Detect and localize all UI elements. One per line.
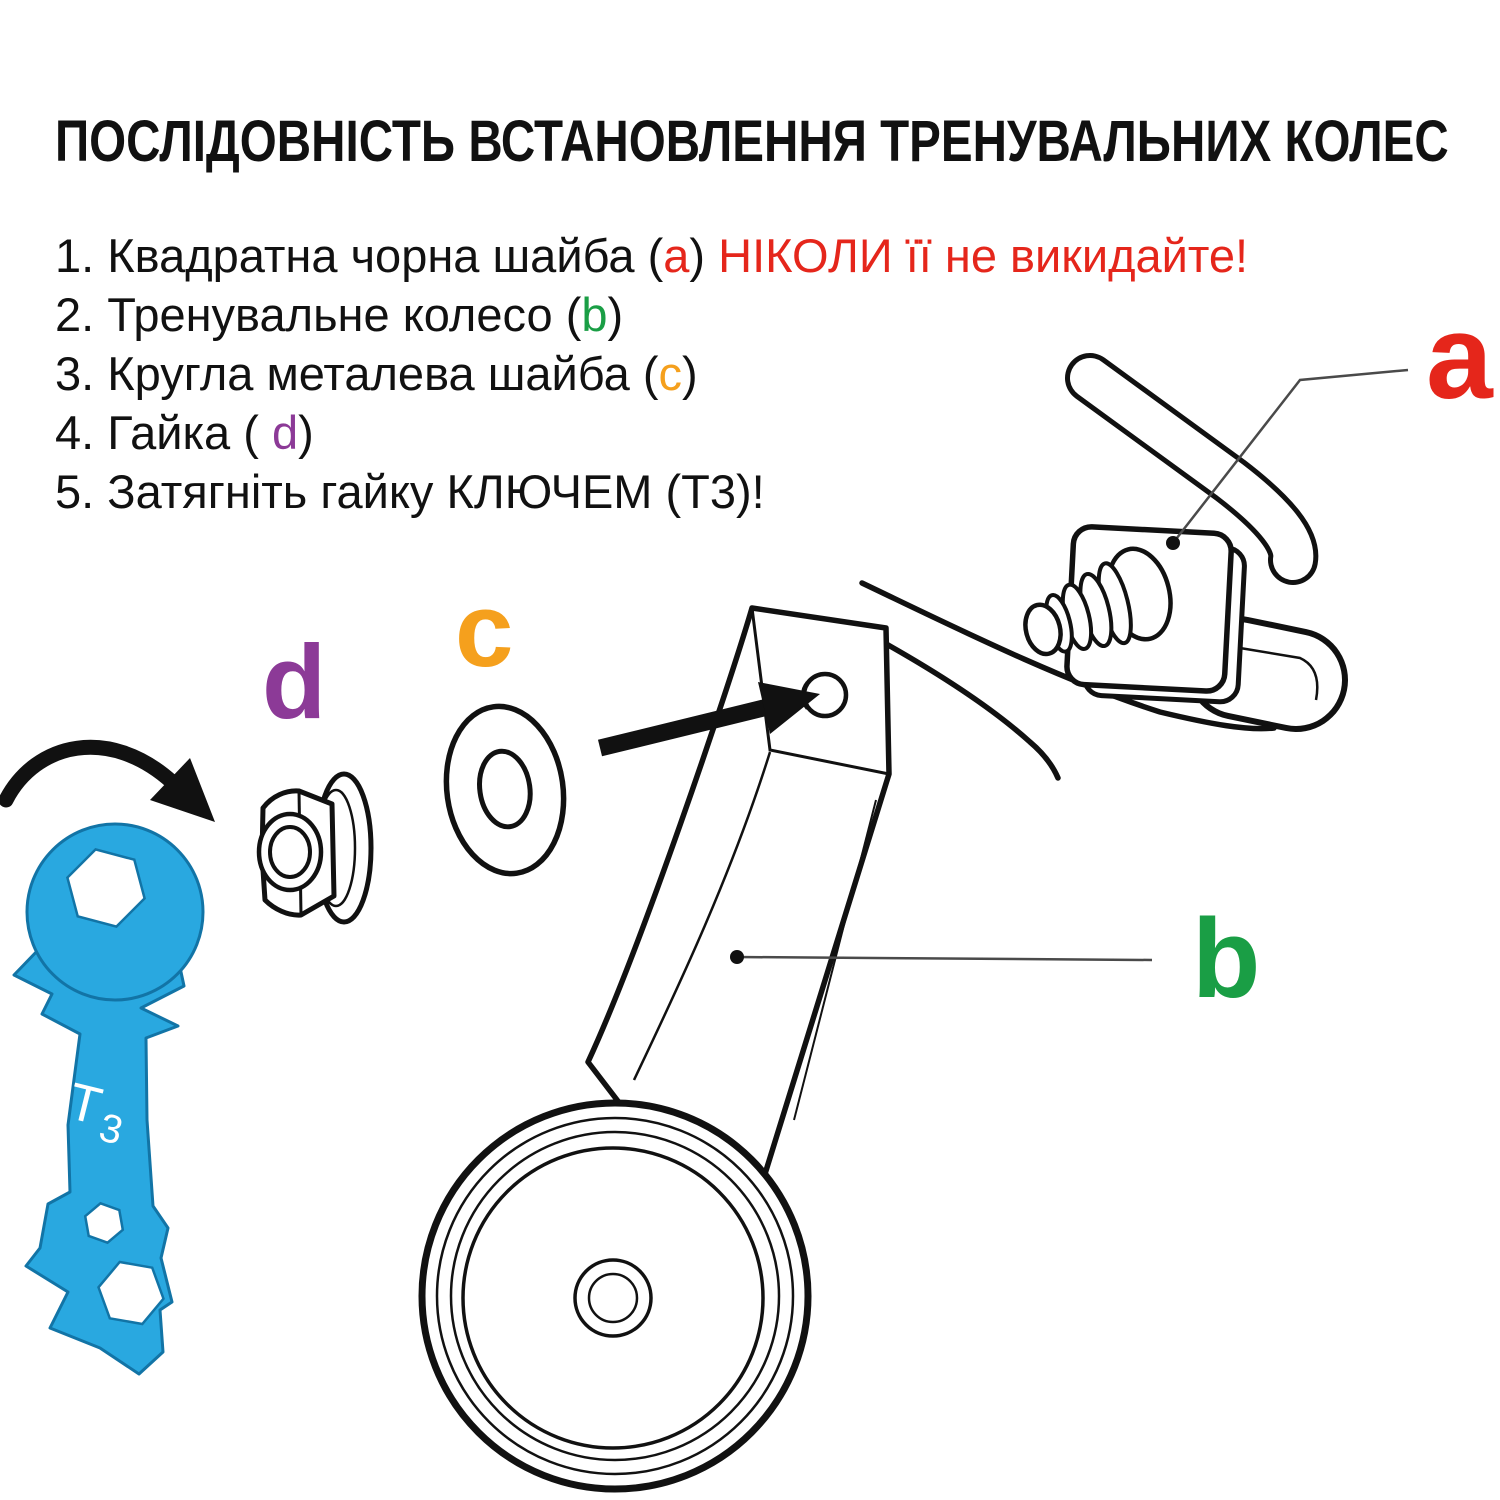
leader-line-b: [730, 950, 1153, 964]
frame-dropout-drawing: [859, 353, 1348, 781]
label-b: b: [1192, 896, 1260, 1021]
hex-cutout-bottom: [97, 1260, 165, 1326]
warning-text: НІКОЛИ її не викидайте!: [718, 229, 1249, 282]
list-item-1: 1. Квадратна чорна шайба (a) НІКОЛИ її н…: [55, 229, 1249, 282]
hex-cutout-large-top: [66, 848, 146, 928]
label-d: d: [262, 624, 326, 741]
leader-dot-b: [730, 950, 744, 964]
label-c: c: [455, 572, 513, 689]
instruction-list: 1. Квадратна чорна шайба (a) НІКОЛИ її н…: [55, 226, 1248, 521]
round-washer-c: [443, 703, 567, 877]
leader-line-a: [1166, 368, 1409, 550]
list-item-2: 2. Тренувальне колесо (b): [55, 288, 624, 341]
training-wheel: [418, 1099, 812, 1493]
bracket-b: [585, 605, 892, 1193]
flange-nut-d: [256, 771, 374, 925]
wheel-hub: [573, 1258, 653, 1338]
wrench-t3: Т 3: [12, 822, 205, 1376]
insert-arrow-icon: [597, 682, 820, 757]
list-item-3: 3. Кругла металева шайба (c): [55, 347, 698, 400]
label-a: a: [1426, 290, 1494, 424]
list-item-5: 5. Затягніть гайку КЛЮЧЕМ (Т3)!: [55, 465, 765, 518]
list-item-4: 4. Гайка ( d): [55, 406, 314, 459]
hex-cutout-small: [83, 1201, 125, 1245]
rotate-arrow-icon: [0, 739, 215, 822]
leader-dot-a: [1166, 536, 1180, 550]
page-title: ПОСЛІДОВНІСТЬ ВСТАНОВЛЕННЯ ТРЕНУВАЛЬНИХ …: [55, 109, 1449, 174]
axle-bolt-icon: [1023, 546, 1173, 657]
